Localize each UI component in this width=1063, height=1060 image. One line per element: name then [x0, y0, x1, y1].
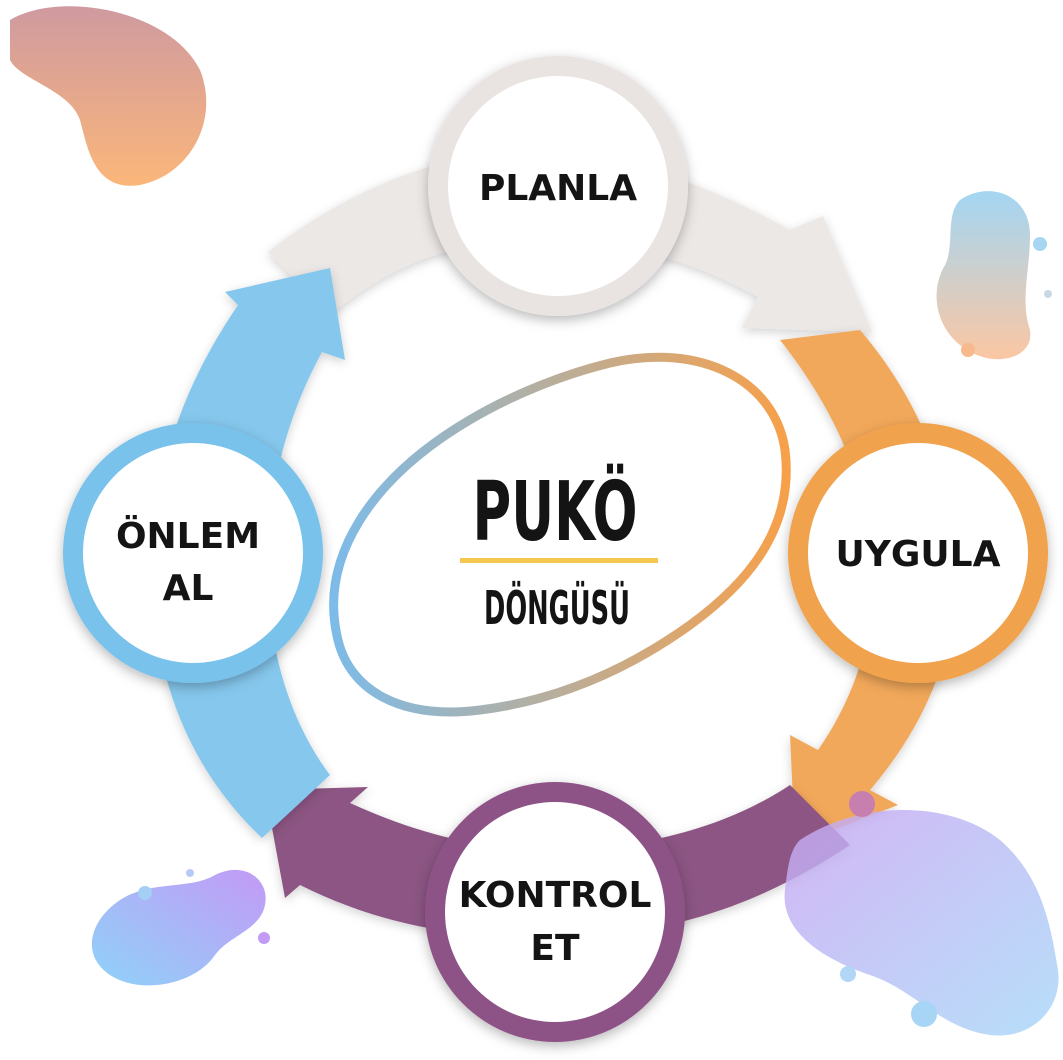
center-subtitle: DÖNGÜSÜ — [484, 581, 630, 635]
blob-top-left — [10, 6, 207, 186]
center-blob-outline — [329, 352, 791, 717]
blob-dot — [1033, 237, 1047, 251]
center-logo: PUKÖ DÖNGÜSÜ — [329, 352, 791, 717]
planla-circle — [448, 76, 668, 296]
blob-dot — [138, 886, 152, 900]
onlem-al-circle — [83, 443, 303, 663]
blob-dot — [849, 791, 875, 817]
kontrol-et-label-line2: ET — [530, 928, 580, 969]
onlem-al-label-line2: AL — [163, 568, 214, 609]
node-planla — [428, 56, 688, 316]
planla-arrow — [268, 151, 872, 332]
blob-dot — [840, 966, 856, 982]
blob-dot — [1044, 290, 1052, 298]
blob-right — [936, 191, 1031, 360]
uygula-label: UYGULA — [836, 534, 1001, 575]
node-uygula — [788, 423, 1048, 683]
center-title-underline — [460, 558, 658, 563]
blob-bottom-right — [784, 810, 1059, 1036]
uygula-circle — [808, 443, 1028, 663]
kontrol-et-label-line1: KONTROL — [459, 875, 652, 916]
blob-dot — [911, 1001, 937, 1027]
center-title: PUKÖ — [473, 464, 638, 560]
blob-dot — [258, 932, 270, 944]
decorative-blobs — [10, 6, 1052, 986]
node-onlem-al — [63, 423, 323, 683]
decorative-foreground — [784, 791, 1059, 1036]
blob-dot — [961, 343, 975, 357]
kontrol-et-circle — [445, 802, 665, 1022]
blob-bottom-left — [91, 869, 266, 986]
blob-dot — [186, 869, 194, 877]
onlem-al-label-line1: ÖNLEM — [116, 515, 260, 557]
planla-label: PLANLA — [479, 168, 637, 209]
node-kontrol-et — [425, 782, 685, 1042]
